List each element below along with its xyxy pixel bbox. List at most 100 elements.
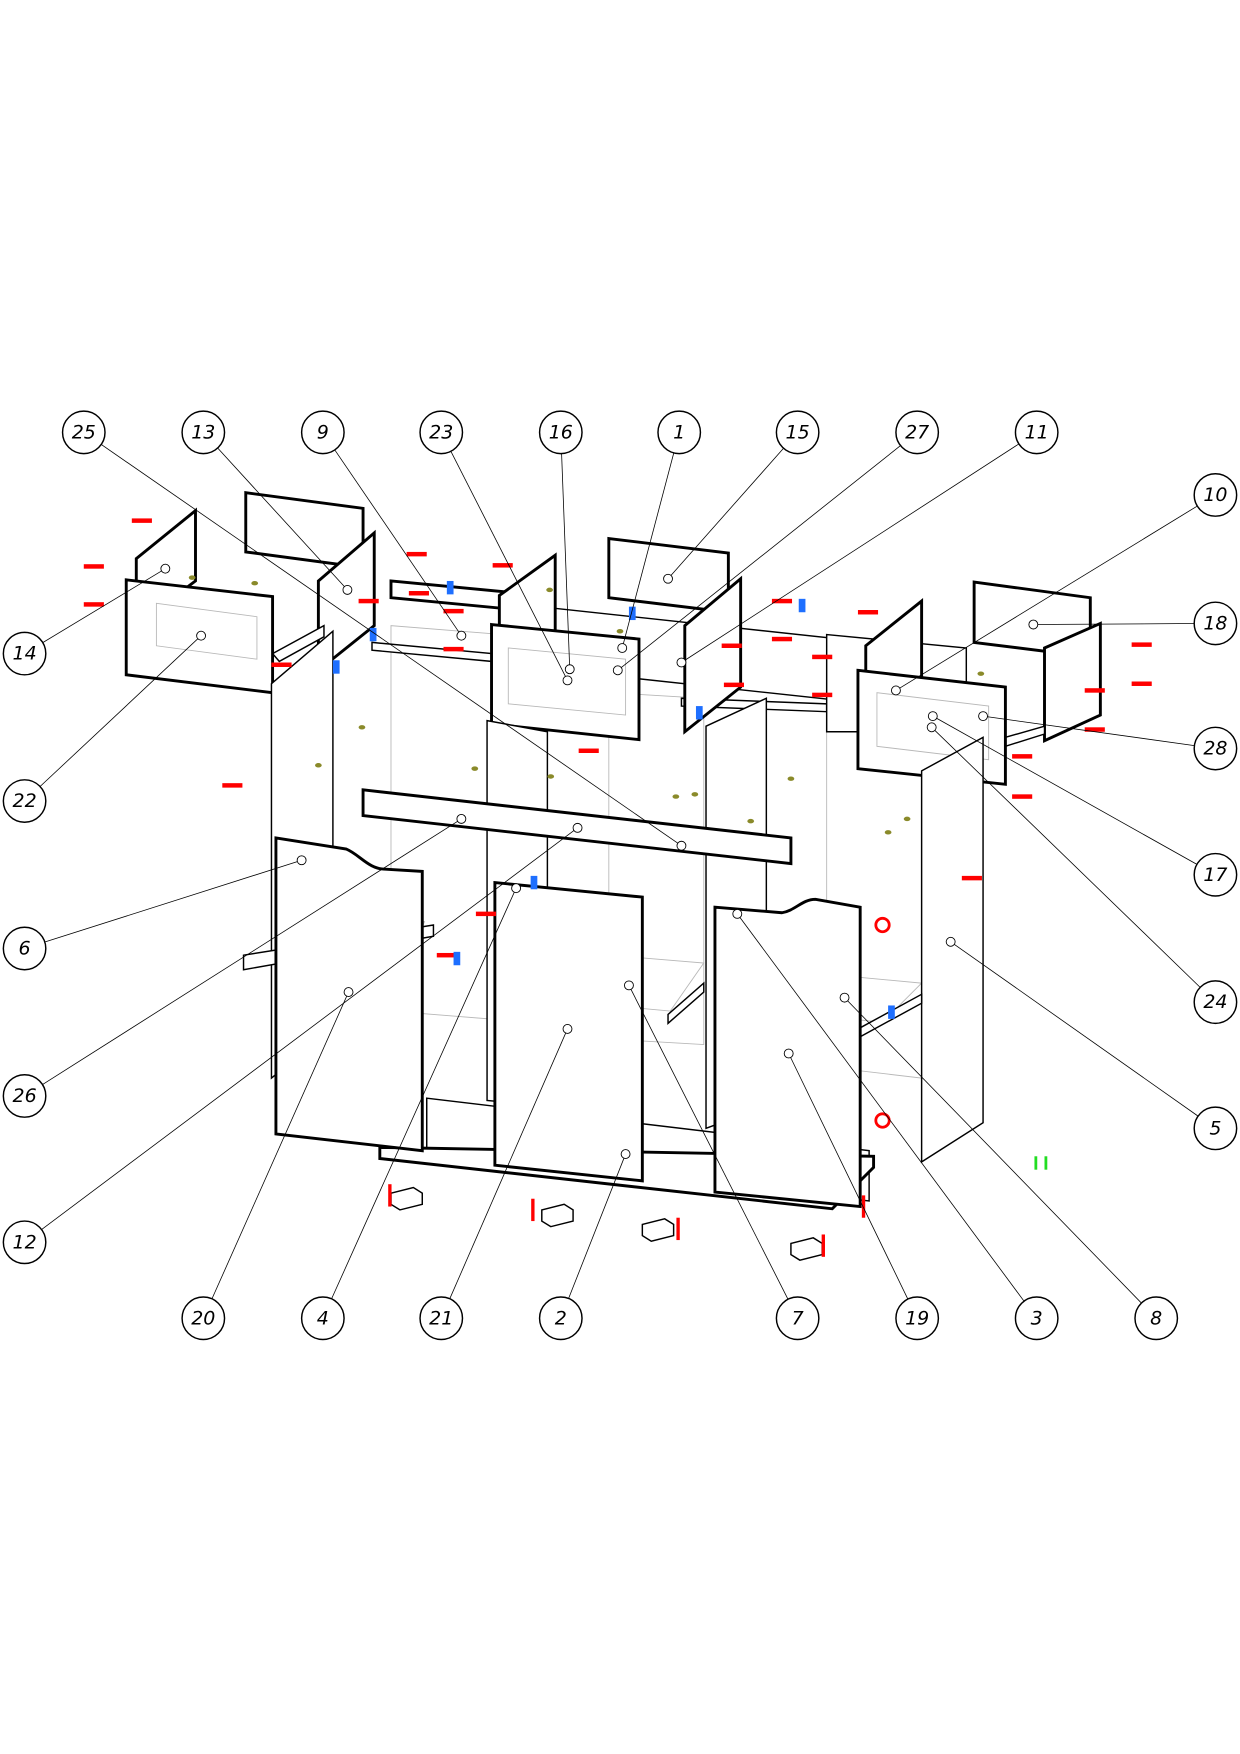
callout-balloon	[1014, 1296, 1059, 1341]
leader-line	[41, 827, 578, 1230]
callout-27: 27	[612, 410, 940, 676]
callout-balloon	[1014, 410, 1059, 455]
leader-line	[667, 448, 784, 579]
leader-line	[617, 445, 901, 671]
callout-number: 1	[673, 421, 685, 443]
screw-icon	[443, 646, 464, 652]
callout-7: 7	[624, 980, 820, 1341]
leader-anchor	[945, 936, 956, 947]
callout-6: 6	[2, 855, 307, 971]
leader-anchor	[196, 630, 206, 641]
screw-icon	[1012, 794, 1033, 799]
leader-anchor	[624, 980, 634, 991]
leader-line	[983, 715, 1195, 746]
furniture-parts	[124, 491, 1102, 1261]
dowel-icon	[884, 830, 892, 835]
bolt-icon	[676, 1217, 680, 1241]
callout-15: 15	[663, 410, 820, 584]
screw-icon	[771, 636, 793, 642]
callout-26: 26	[2, 813, 467, 1118]
leader-anchor	[572, 822, 583, 833]
dowel-icon	[691, 792, 699, 797]
panel-bottom-top-right	[1004, 725, 1046, 748]
callout-balloon	[775, 1296, 820, 1341]
cam-lock-icon	[874, 1112, 891, 1129]
connector-icon	[888, 1005, 895, 1019]
leader-anchor	[617, 643, 628, 653]
callout-balloon	[775, 410, 820, 455]
side-panel-right	[920, 736, 984, 1164]
callout-21: 21	[419, 1024, 573, 1341]
leader-anchor	[564, 664, 575, 675]
callout-balloon	[1134, 1296, 1179, 1341]
leader-line	[217, 447, 348, 591]
callout-balloon	[300, 1296, 345, 1341]
screw-icon	[406, 551, 427, 557]
callout-balloon	[2, 631, 47, 676]
drawer-runner	[507, 647, 627, 716]
connector-icon	[369, 627, 377, 642]
leader-anchor	[1028, 619, 1039, 630]
callout-balloon	[419, 410, 464, 455]
callout-balloon	[1193, 472, 1238, 517]
callout-number: 2	[555, 1307, 567, 1329]
screw-icon	[812, 692, 833, 698]
callout-18: 18	[1028, 601, 1238, 646]
leader-anchor	[511, 883, 522, 894]
panel-bottom-top-left	[271, 624, 325, 663]
callout-balloon	[1193, 852, 1238, 897]
connector-icon	[446, 580, 454, 595]
leader-anchor	[160, 563, 171, 574]
bolt-icon	[531, 1198, 535, 1222]
callout-number: 16	[549, 421, 573, 443]
leader-anchor	[620, 1149, 631, 1159]
dowel-icon	[546, 587, 553, 593]
callout-1: 1	[617, 410, 702, 653]
callout-balloon	[1193, 601, 1238, 646]
callout-16: 16	[538, 410, 583, 675]
callout-23: 23	[419, 410, 573, 686]
callout-number: 28	[1203, 738, 1227, 760]
leader-anchor	[342, 584, 353, 595]
screw-icon	[408, 591, 429, 596]
callout-balloon	[895, 1296, 940, 1341]
callout-number: 27	[905, 421, 929, 443]
callout-number: 9	[317, 421, 329, 443]
leader-anchor	[562, 1024, 573, 1034]
connector-icon	[530, 875, 538, 890]
leader-anchor	[663, 573, 673, 584]
marker-icon	[1034, 1156, 1038, 1170]
leader-anchor	[783, 1048, 794, 1059]
leader-line	[681, 443, 1020, 663]
leader-anchor	[891, 685, 901, 696]
screw-icon	[1131, 681, 1152, 686]
callout-number: 21	[429, 1307, 453, 1329]
screw-icon	[492, 563, 513, 568]
drawer-runner	[155, 602, 258, 660]
callout-5: 5	[945, 936, 1238, 1151]
callout-4: 4	[300, 883, 522, 1341]
callout-number: 10	[1203, 484, 1227, 506]
screw-icon	[723, 682, 744, 688]
callout-number: 3	[1031, 1307, 1043, 1329]
screw-icon	[271, 662, 292, 667]
callout-24: 24	[926, 722, 1238, 1025]
leader-anchor	[732, 908, 743, 919]
connector-icon	[453, 951, 461, 966]
callout-balloon	[538, 410, 583, 455]
dowel-icon	[747, 818, 755, 824]
callout-number: 12	[12, 1231, 36, 1253]
drawer-runner	[876, 692, 990, 761]
dowel-icon	[188, 575, 196, 580]
callout-number: 6	[19, 937, 31, 959]
screw-icon	[812, 654, 833, 660]
callout-balloon	[1193, 726, 1238, 771]
leader-line	[621, 452, 675, 649]
callout-12: 12	[2, 822, 583, 1265]
callout-number: 11	[1025, 421, 1049, 443]
dowel-icon	[471, 766, 479, 771]
leader-line	[628, 985, 789, 1300]
leader-anchor	[296, 855, 307, 866]
